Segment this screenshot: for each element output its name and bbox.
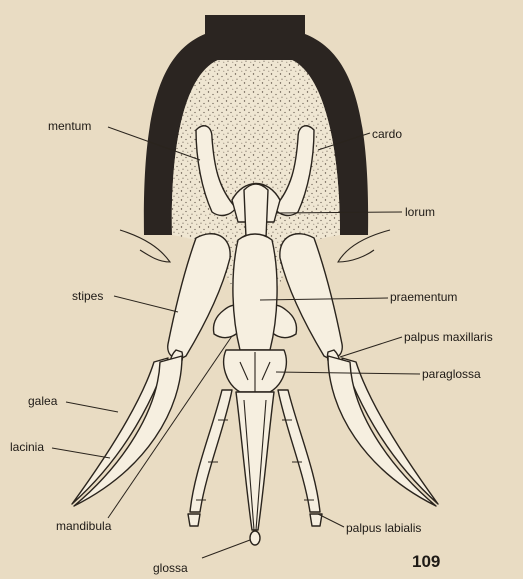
praementum-plate [233, 234, 277, 350]
label-cardo: cardo [372, 127, 402, 141]
label-palpus-labialis: palpus labialis [346, 521, 421, 535]
palpus-labialis-left-tip [188, 514, 200, 526]
label-stipes: stipes [72, 289, 103, 303]
label-paraglossa: paraglossa [422, 367, 481, 381]
glossa-shape [236, 392, 274, 530]
label-lacinia: lacinia [10, 440, 44, 454]
label-lorum: lorum [405, 205, 435, 219]
leader-palpus-maxillaris [340, 337, 402, 357]
label-mandibula: mandibula [56, 519, 111, 533]
leader-lacinia [52, 448, 110, 458]
leader-galea [66, 402, 118, 412]
leader-palpus-labialis [318, 514, 344, 527]
label-glossa: glossa [153, 561, 188, 575]
palpus-labialis-right-tip [310, 514, 322, 526]
leader-glossa [202, 540, 250, 558]
glossa-tip [250, 531, 260, 545]
mentum-plate [244, 184, 268, 241]
palpus-labialis-left [190, 390, 232, 512]
label-galea: galea [28, 394, 57, 408]
label-mentum: mentum [48, 119, 91, 133]
stipes-right [280, 234, 342, 359]
label-praementum: praementum [390, 290, 457, 304]
label-palpus-maxillaris: palpus maxillaris [404, 330, 493, 344]
stipes-left [168, 234, 230, 359]
palpus-labialis-right [278, 390, 320, 512]
page-number: 109 [412, 552, 440, 572]
leader-stipes [114, 296, 178, 312]
